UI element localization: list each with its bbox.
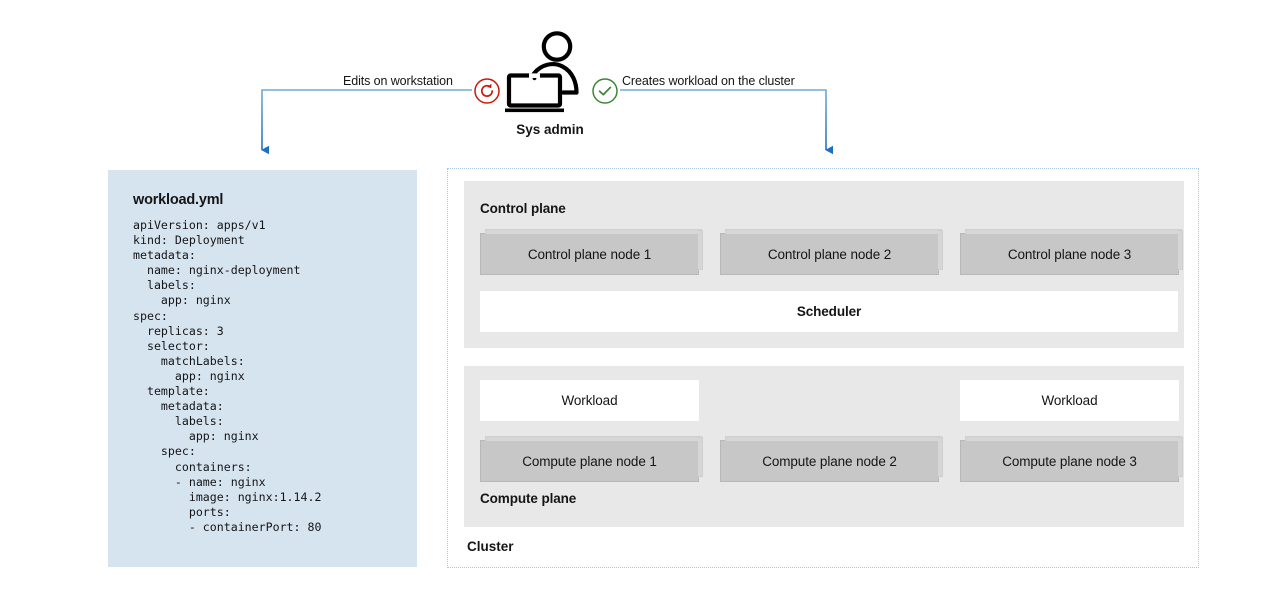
scheduler-box[interactable]: Scheduler bbox=[480, 291, 1178, 332]
control-plane-node-3-label: Control plane node 3 bbox=[1007, 246, 1132, 262]
yaml-file-title: workload.yml bbox=[133, 192, 224, 208]
control-plane-node-1-label: Control plane node 1 bbox=[527, 246, 652, 262]
edits-on-workstation-label: Edits on workstation bbox=[343, 74, 453, 88]
control-plane-group: Control plane Control plane node 1 Contr… bbox=[464, 181, 1184, 348]
control-plane-node-1[interactable]: Control plane node 1 bbox=[480, 229, 703, 275]
compute-plane-node-3[interactable]: Compute plane node 3 bbox=[960, 436, 1183, 482]
compute-plane-node-1[interactable]: Compute plane node 1 bbox=[480, 436, 703, 482]
cluster-label: Cluster bbox=[467, 539, 514, 554]
workload-box-1-label: Workload bbox=[561, 393, 618, 408]
creates-workload-label: Creates workload on the cluster bbox=[622, 74, 795, 88]
sys-admin-label: Sys admin bbox=[516, 122, 584, 137]
compute-plane-node-2-label: Compute plane node 2 bbox=[762, 453, 897, 469]
compute-plane-node-3-label: Compute plane node 3 bbox=[1002, 453, 1137, 469]
compute-plane-node-2[interactable]: Compute plane node 2 bbox=[720, 436, 943, 482]
workload-box-2-label: Workload bbox=[1041, 393, 1098, 408]
control-plane-node-2-label: Control plane node 2 bbox=[767, 246, 892, 262]
compute-plane-label: Compute plane bbox=[480, 491, 577, 506]
check-circle-icon bbox=[592, 78, 618, 104]
person-at-laptop-icon bbox=[505, 28, 597, 120]
workload-yaml-card: workload.yml apiVersion: apps/v1 kind: D… bbox=[108, 170, 417, 567]
workload-box-2[interactable]: Workload bbox=[960, 380, 1179, 421]
refresh-icon bbox=[474, 78, 500, 104]
scheduler-label: Scheduler bbox=[796, 304, 862, 319]
compute-plane-group: Workload Workload Compute plane node 1 C… bbox=[464, 366, 1184, 527]
yaml-file-content: apiVersion: apps/v1 kind: Deployment met… bbox=[133, 218, 322, 534]
workload-box-1[interactable]: Workload bbox=[480, 380, 699, 421]
control-plane-label: Control plane bbox=[480, 201, 566, 216]
cluster-container: Control plane Control plane node 1 Contr… bbox=[447, 168, 1199, 568]
compute-plane-node-1-label: Compute plane node 1 bbox=[522, 453, 657, 469]
control-plane-node-3[interactable]: Control plane node 3 bbox=[960, 229, 1183, 275]
control-plane-node-2[interactable]: Control plane node 2 bbox=[720, 229, 943, 275]
